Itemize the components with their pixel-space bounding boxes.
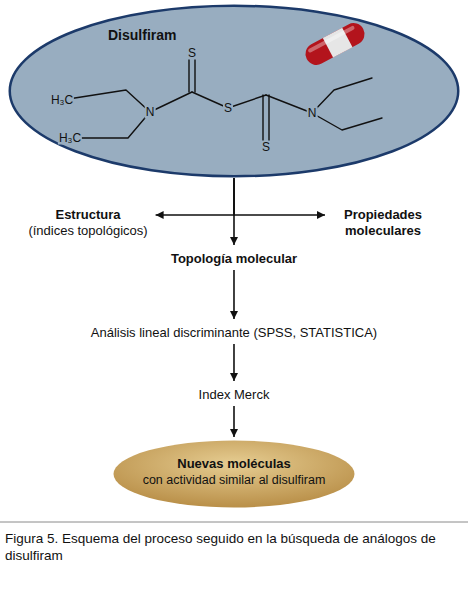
flow-arrow bbox=[234, 178, 325, 215]
flow-arrow bbox=[156, 178, 234, 215]
label-node: Estructura(índices topológicos) bbox=[23, 204, 152, 242]
step-node: Topología molecular bbox=[166, 248, 302, 270]
result-ellipse: Nuevas moléculascon actividad similar al… bbox=[113, 440, 355, 508]
node-heading: Topología molecular bbox=[171, 251, 297, 267]
node-heading: Estructura bbox=[28, 207, 147, 223]
step-node: Index Merck bbox=[194, 384, 275, 406]
flow-arrow bbox=[233, 270, 235, 319]
node-text: con actividad similar al disulfiram bbox=[117, 472, 351, 488]
ellipse-outline bbox=[8, 4, 460, 178]
node-heading: Propiedades moleculares bbox=[333, 207, 433, 239]
atom-label: N bbox=[145, 106, 156, 119]
node-heading: Nuevas moléculas bbox=[117, 456, 351, 472]
label-node: Propiedades moleculares bbox=[328, 204, 438, 242]
atom-label: S bbox=[223, 102, 233, 115]
atom-label: S bbox=[187, 47, 197, 60]
source-ellipse: Disulfiram bbox=[8, 4, 460, 178]
figure-caption: Figura 5. Esquema del proceso seguido en… bbox=[5, 530, 463, 564]
ellipse-shape bbox=[10, 6, 459, 177]
atom-label: S bbox=[261, 141, 271, 154]
node-heading: Disulfiram bbox=[108, 27, 176, 43]
flow-arrow bbox=[233, 406, 235, 437]
atom-label: H₃C bbox=[50, 94, 74, 107]
node-heading: Análisis lineal discriminante (SPSS, STA… bbox=[91, 325, 377, 341]
flow-arrow bbox=[233, 344, 235, 381]
node-text: (índices topológicos) bbox=[28, 223, 147, 239]
node-heading: Index Merck bbox=[199, 387, 270, 403]
atom-label: N bbox=[307, 107, 318, 120]
atom-label: H₃C bbox=[58, 132, 82, 145]
step-node: Análisis lineal discriminante (SPSS, STA… bbox=[86, 322, 382, 344]
flow-arrow bbox=[233, 178, 235, 245]
caption-rule bbox=[0, 522, 468, 523]
ellipse-shape bbox=[114, 441, 355, 508]
